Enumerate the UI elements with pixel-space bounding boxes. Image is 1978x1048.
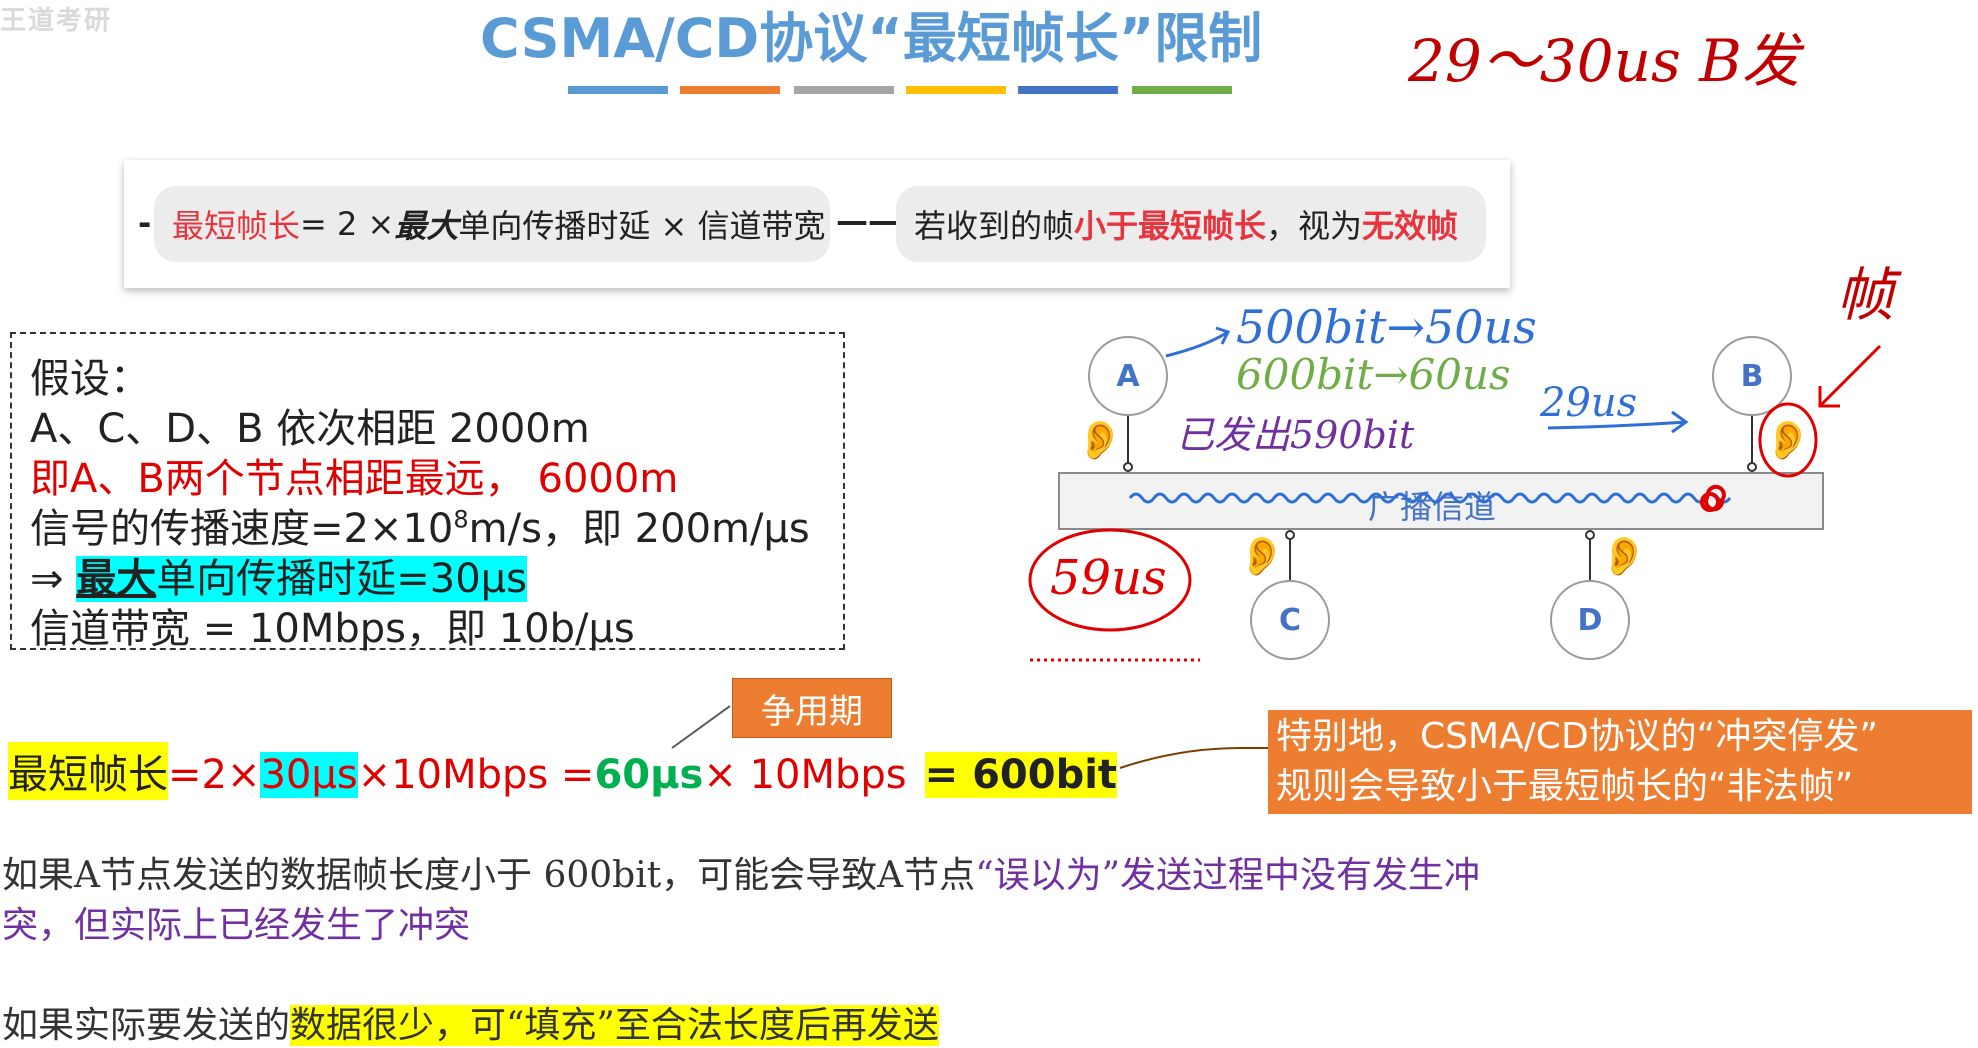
padding-advice-b: 数据很少，可“填充”至合法长度后再发送 [290,1005,939,1046]
assume-delay: ⇒ 最大单向传播时延=30μs [30,546,527,604]
assume-delay-arrow: ⇒ [30,556,77,602]
circle-59us [1028,528,1192,632]
invalid-frame-pill: 若收到的帧 小于最短帧长 ，视为 无效帧 [896,186,1486,262]
banner-dash: - [138,204,152,242]
handnote-500bit: 500bit→50us [1236,300,1537,354]
tag-leader [671,705,731,749]
watermark: 王道考研 [0,6,113,36]
banner-max: 最大 [394,207,459,245]
banner-connector: —— [836,202,900,240]
ear-icon: 👂 [1076,418,1124,462]
min-frame-term: 最短帧长 [172,207,301,245]
title-bar-yellow [906,86,1006,94]
explanation-line-2: 突，但实际上已经发生了冲突 [2,905,471,946]
contention-period-tag: 争用期 [732,678,892,738]
assume-speed-b: m/s，即 200m/μs [468,506,810,552]
formula-bw: ×10Mbps = [357,752,595,798]
banner-p7: ，视为 [1266,207,1363,245]
note-line-1: 特别地，CSMA/CD协议的“冲突停发” [1276,716,1878,757]
assumption-box: 假设： A、C、D、B 依次相距 2000m 即A、B两个节点相距最远， 600… [10,332,845,652]
explanation-line-1: 如果A节点发送的数据帧长度小于 600bit，可能会导致A节点“误以为”发送过程… [2,846,1480,898]
assume-title: 假设： [30,356,150,402]
title-bar-orange [680,86,780,94]
title-bar-gray [794,86,894,94]
ear-icon: 👂 [1238,534,1286,578]
note-line-2: 规则会导致小于最短帧长的“非法帧” [1276,766,1854,807]
node-a-link [1127,416,1129,466]
node-d: D [1550,580,1630,660]
node-a-tap [1123,462,1133,472]
handnote-top-right: 29～30us B发 [1408,27,1800,95]
formula-60us: 60μs [594,752,704,798]
node-c-link [1289,536,1291,580]
arrow-to-ear [1818,344,1882,408]
arrow-29us [1547,410,1689,434]
assume-speed: 信号的传播速度=2×108m/s，即 200m/μs [30,496,810,554]
ear-icon: 👂 [1600,534,1648,578]
node-b-link [1751,416,1753,466]
node-b-tap [1747,462,1757,472]
assume-speed-exp: 8 [453,505,469,534]
handnote-zhen: 帧 [1836,261,1895,329]
assume-max-distance: 即A、B两个节点相距最远， 6000m [30,456,679,502]
explanation-1b: “误以为”发送过程中没有发生冲 [975,855,1480,896]
banner-eq: = 2 × [300,205,395,243]
signal-squiggle [1128,492,1732,504]
handnote-600bit: 600bit→60us [1236,350,1511,399]
collision-mark [1700,484,1726,512]
definition-pill: 最短帧长 = 2 × 最大 单向传播时延 × 信道带宽 [154,186,830,262]
assume-delay-rest: 单向传播时延=30μs [156,556,527,602]
node-d-tap [1585,530,1595,540]
ear-icon: 👂 [1764,418,1812,462]
title-bar-green [1132,86,1232,94]
formula-eq: =2× [168,752,261,798]
min-frame-formula: 最短帧长 =2× 30μs ×10Mbps = 60μs × 10Mbps = … [8,742,1118,800]
node-b: B [1712,336,1792,416]
explanation-1a: 如果A节点发送的数据帧长度小于 600bit，可能会导致A节点 [2,855,976,896]
node-c: C [1250,580,1330,660]
assume-bandwidth: 信道带宽 = 10Mbps，即 10b/μs [30,606,635,652]
ear-b-circle [1758,402,1818,478]
handnote-590bit: 已发出590bit [1176,413,1415,457]
formula-term: 最短帧长 [8,742,168,800]
title-bar-navy [1018,86,1118,94]
title-bar-blue [568,86,668,94]
formula-result: = 600bit [924,752,1118,798]
assume-delay-hl: 最大单向传播时延=30μs [76,556,527,602]
arrow-from-a [1165,326,1231,358]
formula-banner: - 最短帧长 = 2 × 最大 单向传播时延 × 信道带宽 —— 若收到的帧 小… [124,160,1510,288]
assume-distance: A、C、D、B 依次相距 2000m [30,406,590,452]
page-title: CSMA/CD协议“最短帧长”限制 [480,7,1263,70]
formula-delay: 30μs [260,752,358,798]
banner-rest: 单向传播时延 × 信道带宽 [458,207,826,245]
padding-advice-a: 如果实际要发送的 [2,1005,291,1046]
node-d-link [1589,536,1591,580]
formula-bw2: × 10Mbps [703,752,907,798]
handnote-29us: 29us [1540,380,1638,426]
handnote-59us: 59us [1050,550,1167,606]
illegal-frame-note: 特别地，CSMA/CD协议的“冲突停发” 规则会导致小于最短帧长的“非法帧” [1268,710,1972,814]
assume-speed-a: 信号的传播速度=2×10 [30,506,454,552]
banner-p8: 无效帧 [1362,207,1459,245]
banner-p5: 若收到的帧 [914,207,1075,245]
node-c-tap [1285,530,1295,540]
padding-advice: 如果实际要发送的数据很少，可“填充”至合法长度后再发送 [2,996,939,1048]
banner-p6: 小于最短帧长 [1074,207,1267,245]
assume-delay-max: 最大 [76,556,157,602]
node-a: A [1088,336,1168,416]
note-leader [1119,747,1268,769]
